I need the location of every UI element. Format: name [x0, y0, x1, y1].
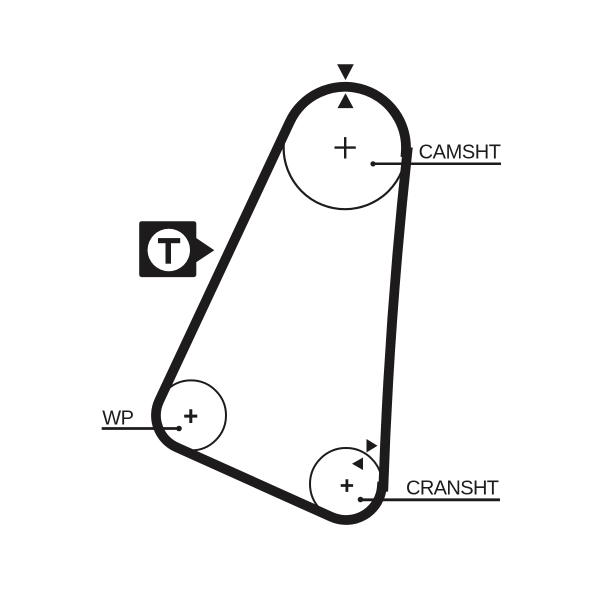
svg-text:WP: WP [102, 408, 134, 430]
svg-text:CAMSHT: CAMSHT [419, 142, 501, 164]
svg-text:CRANSHT: CRANSHT [406, 478, 499, 500]
